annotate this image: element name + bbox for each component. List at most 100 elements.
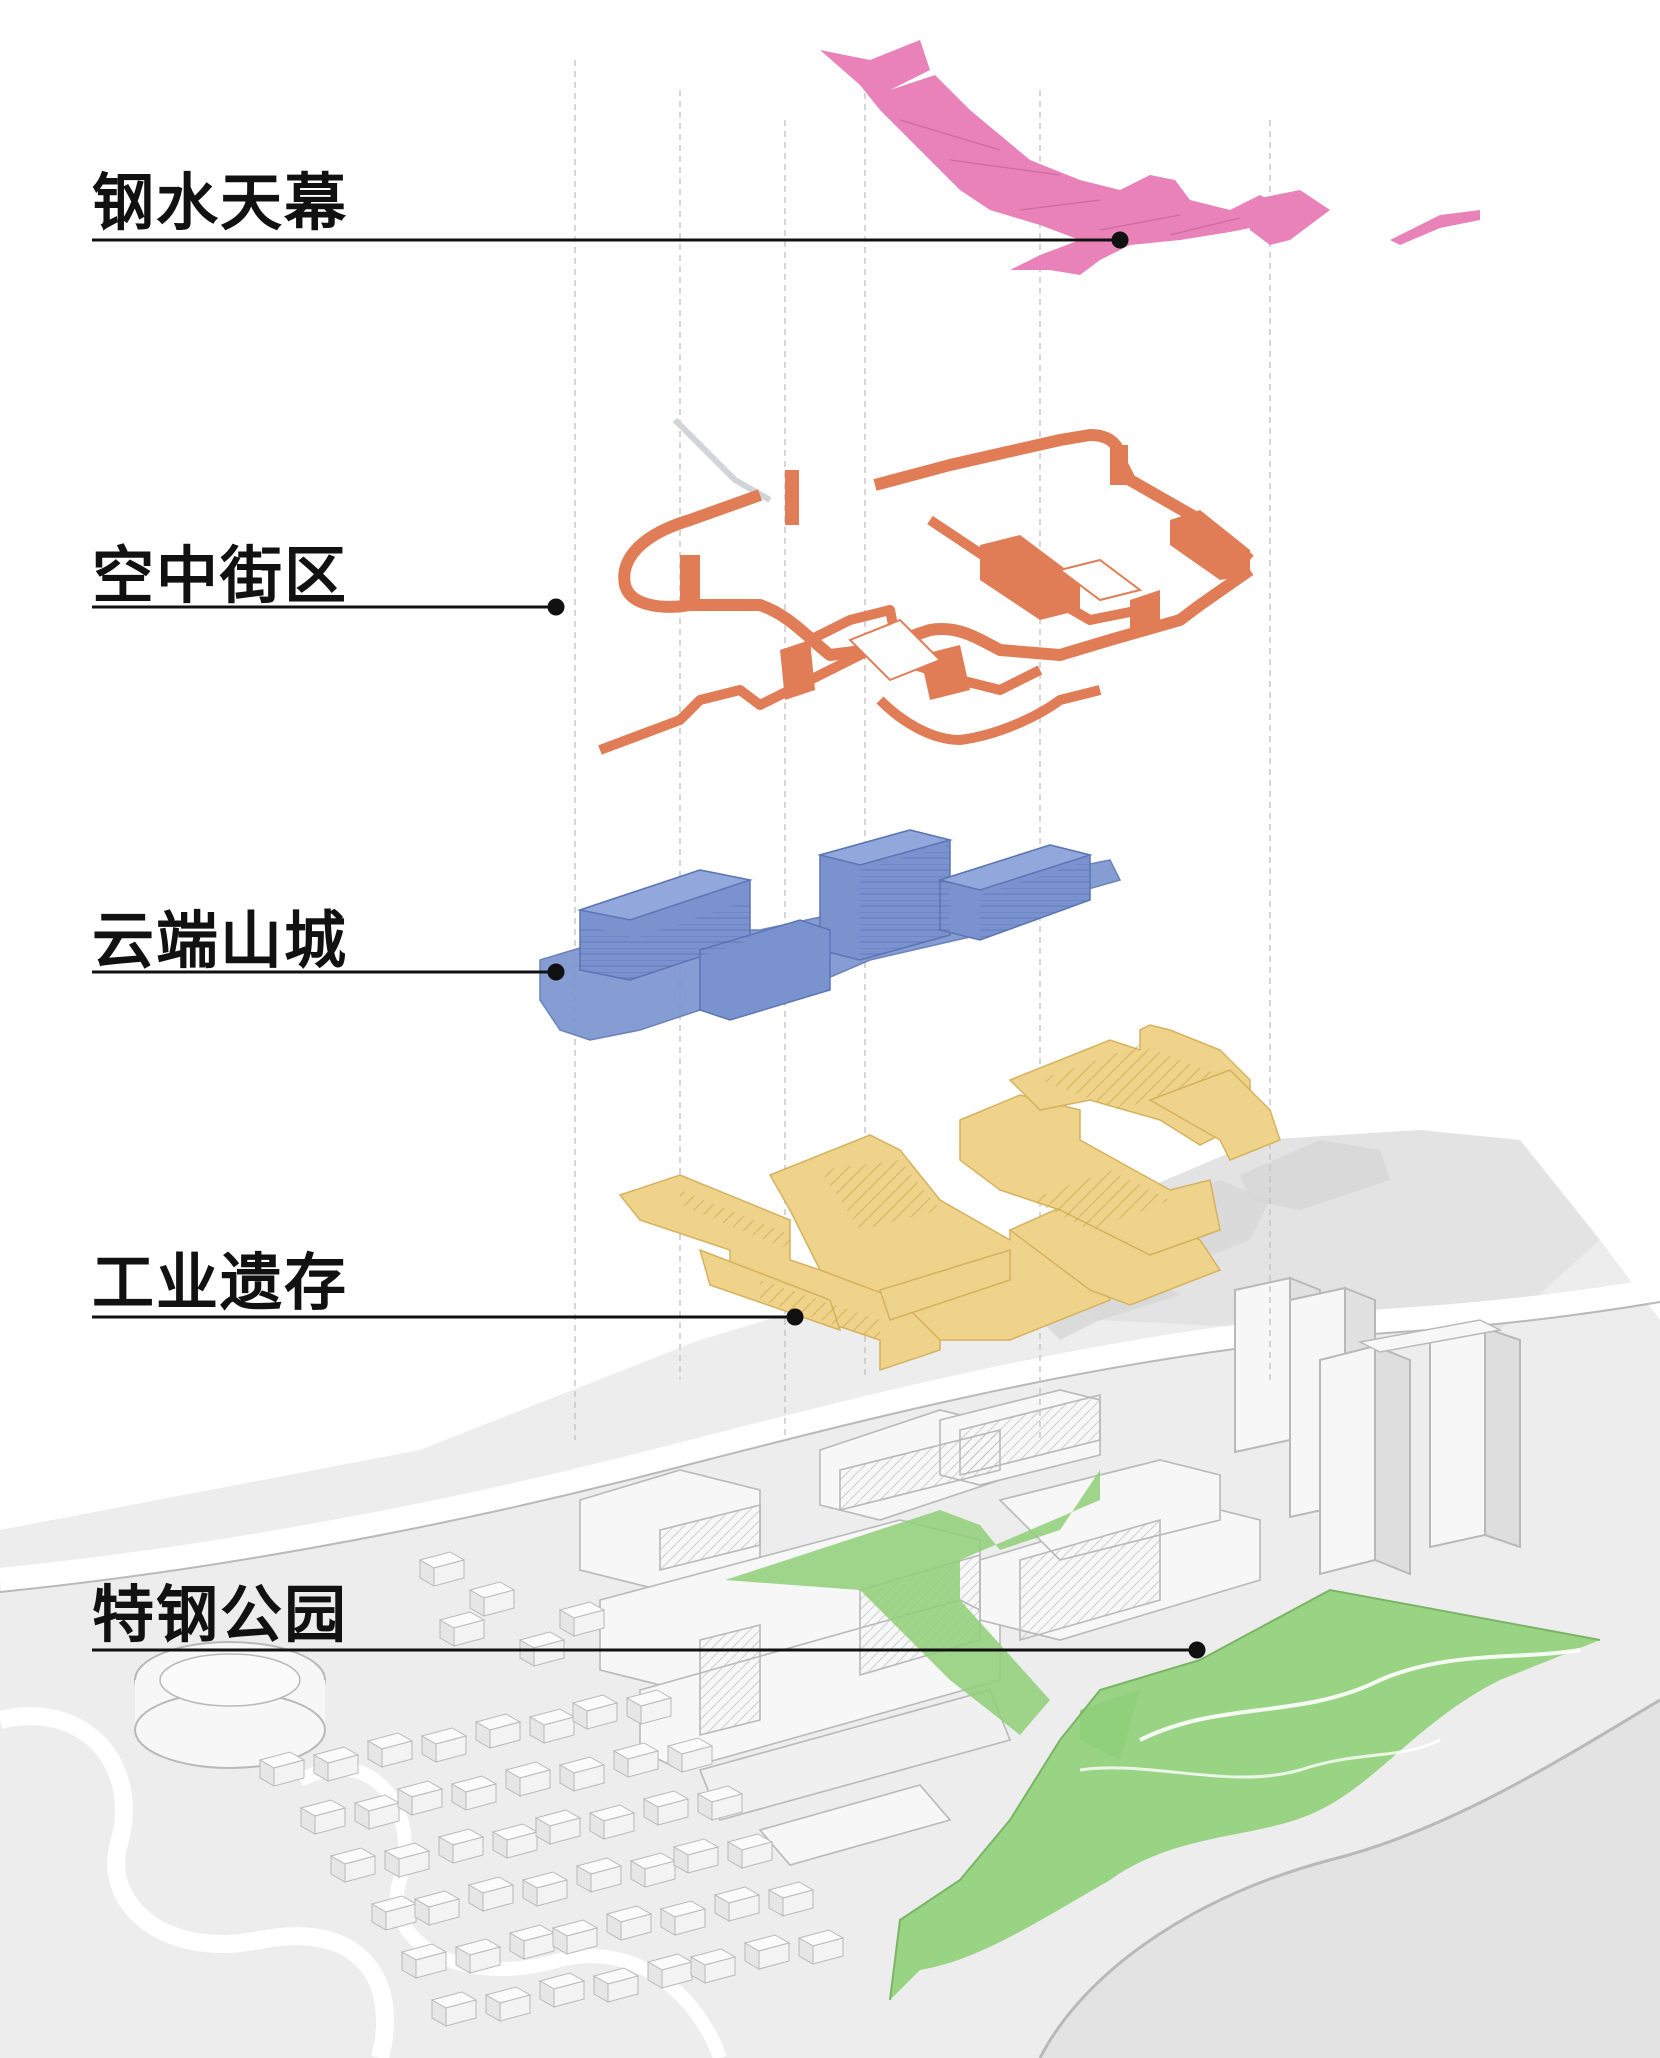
blue-tower-3-top	[937, 844, 1093, 891]
sky-plaza	[848, 618, 942, 682]
canopy-ribs	[899, 119, 1241, 236]
village-house-wall	[573, 1764, 605, 1792]
village-house-wall	[566, 1927, 598, 1955]
cloud-mountain-city-layer	[539, 829, 1122, 1041]
sky-walkway-south	[598, 645, 873, 755]
label-sky-street: 空中街区	[92, 539, 349, 612]
sky-block-5	[780, 640, 815, 700]
leader-lines	[92, 231, 1206, 1659]
village-house-wall	[428, 1898, 460, 1926]
village-house-wall	[711, 1793, 743, 1821]
village-house-wall	[741, 1841, 773, 1869]
heritage-block-f	[1148, 1069, 1281, 1161]
river	[1040, 1700, 1660, 2058]
village-house-wall	[453, 1619, 485, 1647]
village-house-wall	[681, 1745, 713, 1773]
leader-dot-cloud-city	[547, 963, 565, 981]
blue-facade-hatch-4	[630, 900, 750, 980]
sky-tower-b	[1110, 445, 1128, 485]
sky-block-2	[1170, 510, 1250, 580]
village-house-wall	[687, 1846, 719, 1874]
heritage-roof-hatch-a	[680, 1190, 790, 1250]
village-houses	[258, 1551, 845, 2027]
industrial-heritage-layer	[618, 1024, 1281, 1372]
village-house-wall	[381, 1740, 413, 1768]
village-house-wall	[482, 1884, 514, 1912]
village-house-wall	[627, 1750, 659, 1778]
label-cloud-mountain-city: 云端山城	[92, 904, 349, 977]
sky-tower-a	[785, 470, 799, 525]
village-house-wall	[489, 1721, 521, 1749]
village-house-wall	[553, 1980, 585, 2008]
heritage-block-g	[879, 1248, 1011, 1321]
heritage-roof-hatch-b	[820, 1160, 940, 1230]
leader-dot-park	[1188, 1641, 1206, 1659]
village-house-wall	[368, 1802, 400, 1830]
steel-water-canopy-layer	[820, 40, 1480, 275]
heritage-roof-hatch-d	[1040, 1045, 1220, 1110]
village-house-wall	[385, 1903, 417, 1931]
sky-street-layer	[598, 417, 1254, 755]
park-path-2	[1079, 1738, 1441, 1779]
village-house-wall	[415, 1951, 447, 1979]
park-lawn-strip	[1080, 1690, 1140, 1760]
village-house-wall	[543, 1716, 575, 1744]
round-structure	[134, 1641, 326, 1769]
blue-facade-hatch-3	[980, 860, 1090, 940]
leader-dot-sky-street	[547, 598, 565, 616]
village-house-wall	[758, 1942, 790, 1970]
canopy-east	[1250, 190, 1330, 245]
leader-dot-heritage	[786, 1308, 804, 1326]
highway	[0, 1278, 1660, 1592]
riverbank	[1038, 1698, 1660, 2058]
heritage-block-d	[959, 1094, 1221, 1256]
canopy-far	[1390, 210, 1480, 245]
village-house-wall	[519, 1769, 551, 1797]
sky-walkway-curve	[876, 685, 1102, 745]
village-house-wall	[483, 1589, 515, 1617]
sky-bridge-tail	[672, 417, 772, 503]
park-path	[1139, 1648, 1581, 1742]
village-house-wall	[674, 1908, 706, 1936]
village-house-wall	[586, 1702, 618, 1730]
village-house-wall	[327, 1754, 359, 1782]
village-house-wall	[782, 1889, 814, 1917]
village-house-wall	[499, 1994, 531, 2022]
park-edge	[889, 1588, 1601, 2001]
sky-walkway-loop	[618, 489, 1254, 661]
village-house-wall	[661, 1961, 693, 1989]
park-lawn-main	[890, 1590, 1600, 2000]
sky-block-4	[1130, 590, 1160, 640]
high-rise-towers	[1234, 1276, 1521, 1576]
label-special-steel-park: 特钢公园	[92, 1578, 349, 1651]
highway-edge	[0, 1301, 1660, 1593]
blue-tower-2-top	[817, 829, 953, 866]
sky-tower-c	[680, 555, 700, 610]
village-house-wall	[607, 1975, 639, 2003]
leader-dot-canopy	[1111, 231, 1129, 249]
village-house-wall	[644, 1860, 676, 1888]
village-house-wall	[411, 1788, 443, 1816]
village-house-wall	[812, 1937, 844, 1965]
village-house-wall	[452, 1836, 484, 1864]
label-steel-water-canopy: 钢水天幕	[92, 166, 349, 239]
blue-facade-hatch-1	[580, 925, 630, 980]
village-house-wall	[704, 1956, 736, 1984]
village-house-wall	[620, 1913, 652, 1941]
village-house-wall	[603, 1812, 635, 1840]
canopy-main	[820, 40, 1285, 275]
village-house-wall	[344, 1855, 376, 1883]
label-industrial-heritage: 工业遗存	[92, 1246, 349, 1319]
blue-tower-1-top	[577, 869, 753, 921]
village-house-wall	[549, 1817, 581, 1845]
village-house-wall	[314, 1807, 346, 1835]
village-house-wall	[445, 1999, 477, 2027]
special-steel-park-layer	[725, 1470, 1601, 2001]
heritage-roof-hatch-e	[760, 1280, 880, 1340]
village-house-wall	[398, 1850, 430, 1878]
blue-facade-hatch-2	[860, 845, 950, 960]
village-house-wall	[640, 1697, 672, 1725]
sky-block-1	[980, 535, 1080, 620]
village-house-wall	[506, 1831, 538, 1859]
